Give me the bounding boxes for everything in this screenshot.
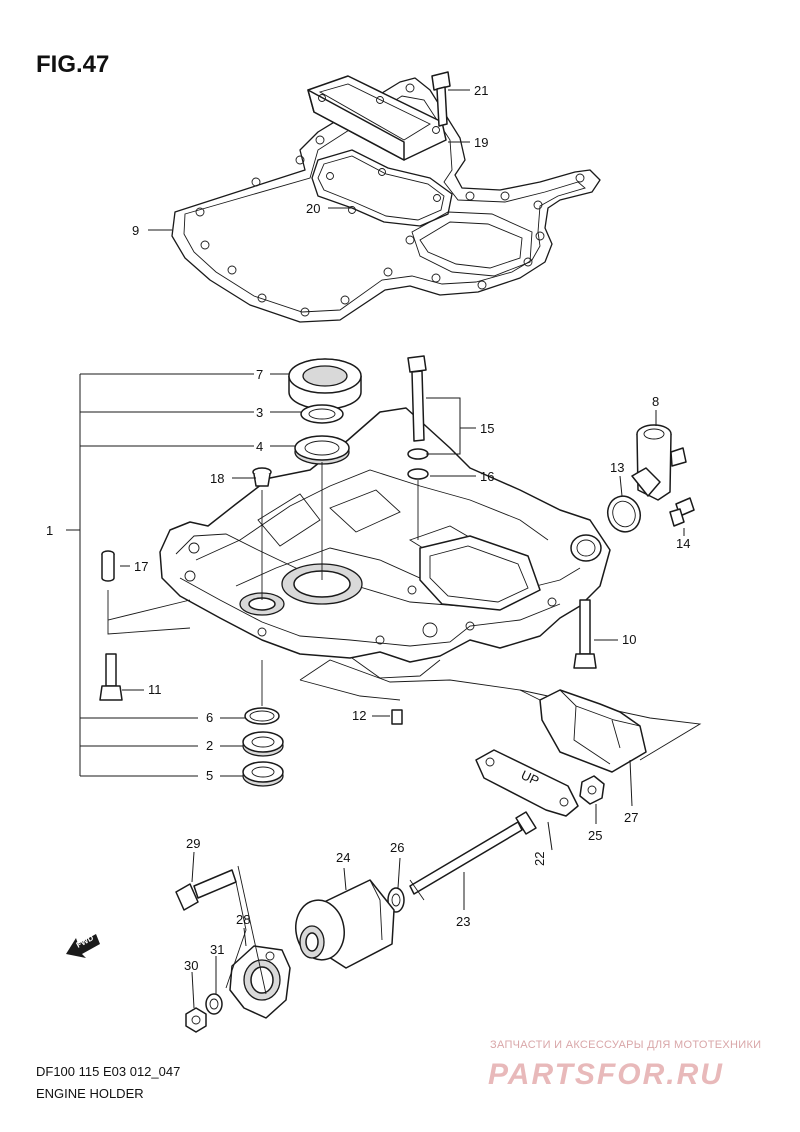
through-bolt-23: [409, 811, 537, 901]
bolt-15: [407, 355, 427, 442]
callout-6: 6: [206, 710, 213, 725]
callout-labels: 1 2 3 4 5 6 7 8 9 10 11 12 13 14 15 16 1…: [46, 83, 690, 973]
callout-22: 22: [532, 852, 547, 866]
callout-5: 5: [206, 768, 213, 783]
nut-25: [579, 775, 605, 805]
callout-31: 31: [210, 942, 224, 957]
callout-27: 27: [624, 810, 638, 825]
bracket-27: [539, 689, 647, 773]
washer-26: [387, 887, 405, 913]
callout-18: 18: [210, 471, 224, 486]
watermark-tagline: ЗАПЧАСТИ И АКСЕССУАРЫ ДЛЯ МОТОТЕХНИКИ: [490, 1039, 761, 1051]
callout-8: 8: [652, 394, 659, 409]
group-bracket-1: [66, 373, 254, 777]
gasket-up-mark: UP: [519, 767, 542, 788]
washer-31: [205, 993, 223, 1015]
callout-26: 26: [390, 840, 404, 855]
figure-name: ENGINE HOLDER: [36, 1086, 144, 1101]
bolt-11: [99, 653, 123, 701]
mount-plate-28: [229, 945, 291, 1019]
oil-seal-5: [242, 761, 284, 787]
gasket-9: [171, 77, 601, 323]
callout-24: 24: [336, 850, 350, 865]
callout-25: 25: [588, 828, 602, 843]
figure-code: DF100 115 E03 012_047: [36, 1064, 180, 1079]
callout-1: 1: [46, 523, 53, 538]
callout-9: 9: [132, 223, 139, 238]
bolt-10: [573, 599, 597, 669]
o-ring-13: [607, 495, 641, 533]
circlip-6: [244, 707, 280, 725]
callout-14: 14: [676, 536, 690, 551]
callout-21: 21: [474, 83, 488, 98]
pin-12: [391, 709, 403, 725]
callout-29: 29: [186, 836, 200, 851]
engine-holder-body: [159, 407, 702, 761]
nut-30: [185, 1007, 207, 1033]
callout-23: 23: [456, 914, 470, 929]
callout-17: 17: [134, 559, 148, 574]
rubber-mount-24: [295, 879, 395, 969]
fwd-arrow-icon: FWD: [66, 933, 100, 958]
oil-seal-4: [294, 435, 350, 465]
callout-16: 16: [480, 469, 494, 484]
bolt-21: [431, 71, 451, 127]
watermark-logo: PARTSFOR.RU: [488, 1058, 724, 1091]
leader-lines: [120, 89, 685, 1009]
fitting-8: [631, 424, 687, 501]
callout-11: 11: [148, 682, 162, 697]
callout-20: 20: [306, 201, 320, 216]
oil-seal-7: [288, 358, 362, 410]
callout-12: 12: [352, 708, 366, 723]
callout-10: 10: [622, 632, 636, 647]
figure-title: FIG.47: [36, 51, 109, 78]
callout-2: 2: [206, 738, 213, 753]
gasket-20: [311, 149, 453, 227]
bolt-29: [175, 869, 237, 911]
bearing-2: [242, 731, 284, 757]
callout-30: 30: [184, 958, 198, 973]
callout-13: 13: [610, 460, 624, 475]
callout-4: 4: [256, 439, 263, 454]
plug-18: [252, 467, 272, 487]
callout-7: 7: [256, 367, 263, 382]
gasket-22: UP: [475, 749, 579, 817]
callout-3: 3: [256, 405, 263, 420]
watermark: ЗАПЧАСТИ И АКСЕССУАРЫ ДЛЯ МОТОТЕХНИКИ PA…: [488, 1039, 761, 1091]
bolt-14: [669, 497, 695, 527]
dowel-17: [101, 550, 115, 582]
callout-15: 15: [480, 421, 494, 436]
cover-plate-19: [307, 75, 447, 161]
callout-19: 19: [474, 135, 488, 150]
callout-28: 28: [236, 912, 250, 927]
ring-3: [300, 404, 344, 424]
